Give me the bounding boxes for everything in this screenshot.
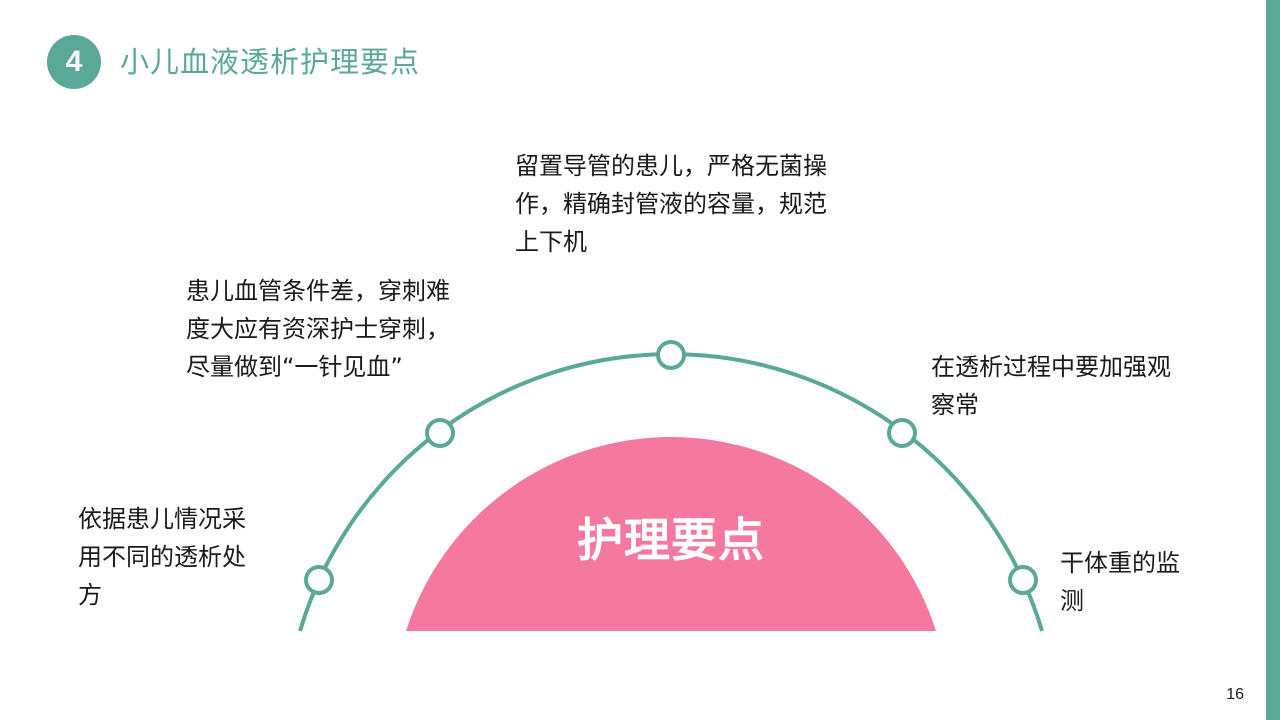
- point-text-4: 在透析过程中要加强观察常: [931, 353, 1171, 419]
- center-dome: [406, 437, 936, 631]
- point-text-3: 留置导管的患儿，严格无菌操作，精确封管液的容量，规范上下机: [515, 152, 827, 256]
- right-accent-bar: [1266, 0, 1280, 720]
- point-text-2: 患儿血管条件差，穿刺难度大应有资深护士穿刺，尽量做到“一针见血”: [186, 277, 450, 381]
- center-label: 护理要点: [577, 513, 765, 567]
- point-text-5: 干体重的监测: [1060, 549, 1180, 615]
- arc-node-3: [656, 340, 686, 370]
- arc-nodes: [304, 340, 1038, 595]
- arc-node-2: [425, 418, 455, 448]
- page-number: 16: [1226, 686, 1244, 703]
- page-title: 小儿血液透析护理要点: [120, 45, 421, 79]
- point-text-1: 依据患儿情况采用不同的透析处方: [78, 505, 246, 609]
- section-number-badge: 4: [47, 35, 101, 89]
- arc-node-1: [304, 565, 334, 595]
- arc-node-5: [1008, 565, 1038, 595]
- arc-node-4: [887, 418, 917, 448]
